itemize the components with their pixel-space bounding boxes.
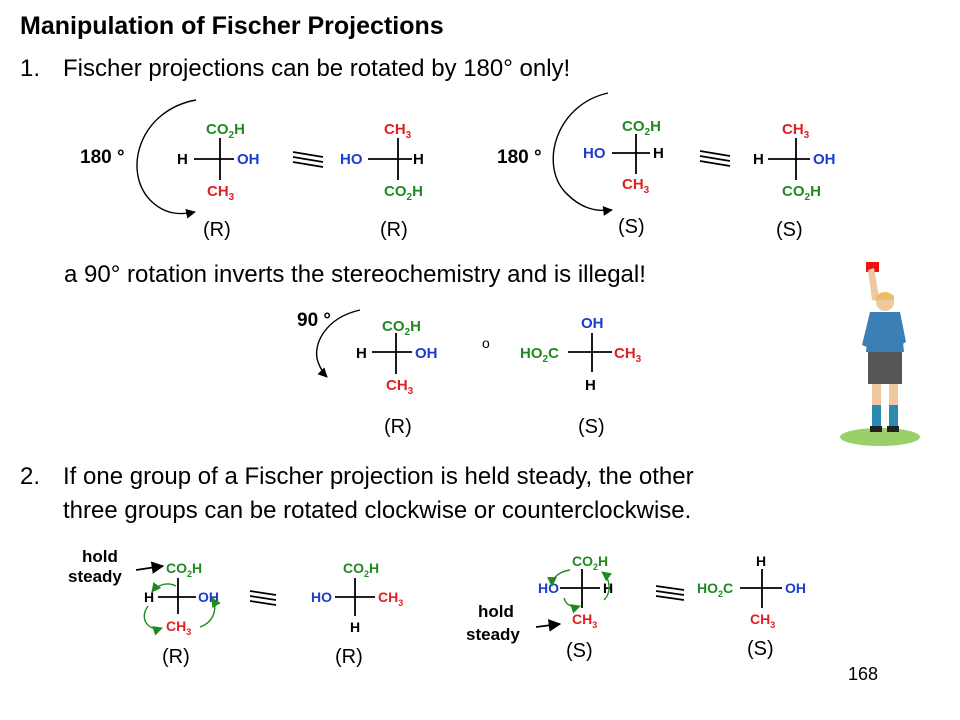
steady-label-right: steady [466, 625, 520, 644]
fischer-6-right: CH3 [614, 345, 642, 365]
config-label-8: (R) [335, 646, 363, 668]
fischer-2-bottom: CO2H [384, 183, 423, 203]
fischer-10-right: OH [785, 580, 806, 596]
fischer-9-right: H [603, 580, 613, 596]
point-1: 1. Fischer projections can be rotated by… [20, 52, 920, 86]
fischer-4-bottom: CO2H [782, 183, 821, 203]
fischer-5-top: CO2H [382, 318, 421, 338]
hold-steady-left: hold steady [68, 547, 165, 586]
fischer-10-left: HO2C [697, 580, 733, 599]
rotation-arrow-icon [136, 99, 197, 219]
fischer-3-top: CO2H [622, 118, 661, 138]
fischer-10: H HO2C OH CH3 (S) [697, 553, 806, 660]
point-2-line-1: If one group of a Fischer projection is … [63, 463, 694, 490]
fischer-8: CO2H HO CH3 H (R) [311, 560, 403, 668]
hold-steady-right: hold steady [466, 602, 562, 644]
fischer-1-left: H [177, 151, 188, 168]
fischer-6-bottom: H [585, 377, 596, 394]
fischer-8-right: CH3 [378, 589, 403, 608]
fischer-7-top: CO2H [166, 560, 202, 579]
fischer-10-bottom: CH3 [750, 611, 775, 630]
config-label-7: (R) [162, 646, 190, 668]
point-2: 2. If one group of a Fischer projection … [20, 460, 920, 530]
rot180-left-group: 180 ° [80, 99, 197, 219]
rotation-label-90: 90 ° [297, 310, 331, 331]
point-1-number: 1. [20, 55, 41, 82]
fischer-7-bottom: CH3 [166, 618, 191, 637]
rotation-label-180-left: 180 ° [80, 147, 125, 168]
fischer-2-left: HO [340, 151, 363, 168]
page-number: 168 [848, 664, 879, 684]
point-1-text: Fischer projections can be rotated by 18… [63, 55, 571, 82]
fischer-1-right: OH [237, 151, 260, 168]
fischer-6-left: HO2C [520, 345, 559, 365]
fischer-8-left: HO [311, 589, 332, 605]
config-label-3: (S) [618, 216, 645, 238]
referee-red-card-icon [840, 262, 920, 446]
config-label-1: (R) [203, 219, 231, 241]
illegal-rotation-note: a 90° rotation inverts the stereochemist… [64, 261, 646, 288]
triple-bar-equivalent-icon [699, 150, 731, 167]
fischer-2: CH3 HO H CO2H (R) [340, 121, 424, 241]
config-label-9: (S) [566, 640, 593, 662]
fischer-5: CO2H H OH CH3 (R) [356, 318, 438, 438]
fischer-1: CO2H H OH CH3 (R) [177, 121, 260, 241]
fischer-5-right: OH [415, 345, 438, 362]
fischer-3-right: H [653, 145, 664, 162]
fischer-2-top: CH3 [384, 121, 412, 141]
fischer-3: CO2H HO H CH3 (S) [583, 118, 664, 238]
fischer-4: CH3 H OH CO2H (S) [753, 121, 836, 241]
fischer-1-bottom: CH3 [207, 183, 235, 203]
not-equivalent-mark: o [482, 335, 490, 351]
fischer-7-right: OH [198, 589, 219, 605]
rotation-arrow-icon [552, 92, 613, 216]
fischer-1-top: CO2H [206, 121, 245, 141]
fischer-9-left: HO [538, 580, 559, 596]
hold-label-left: hold [82, 547, 118, 566]
point-2-number: 2. [20, 463, 41, 490]
config-label-10: (S) [747, 638, 774, 660]
fischer-4-top: CH3 [782, 121, 810, 141]
hold-label-right: hold [478, 602, 514, 621]
config-label-2: (R) [380, 219, 408, 241]
rot180-right-group: 180 ° [497, 92, 613, 216]
triple-bar-equivalent-icon [249, 590, 277, 606]
point-2-line-2: three groups can be rotated clockwise or… [63, 497, 692, 524]
fischer-2-right: H [413, 151, 424, 168]
fischer-6-top: OH [581, 315, 604, 332]
fischer-9: CO2H HO H CH3 (S) [538, 553, 613, 662]
fischer-6: OH HO2C CH3 H (S) [520, 315, 642, 438]
fischer-9-top: CO2H [572, 553, 608, 572]
fischer-4-left: H [753, 151, 764, 168]
fischer-8-top: CO2H [343, 560, 379, 579]
slide-title: Manipulation of Fischer Projections [20, 12, 444, 40]
steady-label-left: steady [68, 567, 122, 586]
rotation-arrow-icon [316, 309, 361, 378]
triple-bar-equivalent-icon [655, 585, 685, 601]
fischer-10-top: H [756, 553, 766, 569]
fischer-3-left: HO [583, 145, 606, 162]
fischer-4-right: OH [813, 151, 836, 168]
triple-bar-equivalent-icon [292, 151, 324, 168]
fischer-9-bottom: CH3 [572, 611, 597, 630]
config-label-5: (R) [384, 416, 412, 438]
fischer-8-bottom: H [350, 619, 360, 635]
fischer-7-left: H [144, 589, 154, 605]
rotation-label-180-right: 180 ° [497, 147, 542, 168]
config-label-4: (S) [776, 219, 803, 241]
config-label-6: (S) [578, 416, 605, 438]
fischer-5-left: H [356, 345, 367, 362]
rot90-group: 90 ° [297, 309, 361, 378]
fischer-5-bottom: CH3 [386, 377, 414, 397]
fischer-3-bottom: CH3 [622, 176, 650, 196]
fischer-7: CO2H H OH CH3 (R) [143, 560, 221, 668]
